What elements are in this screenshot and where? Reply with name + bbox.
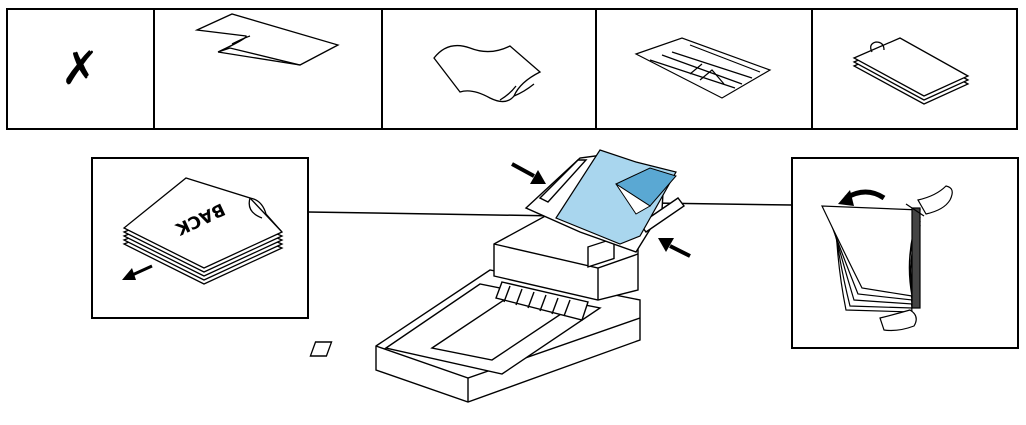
document-scanner-icon [309,149,685,403]
curled-paper-icon [433,44,542,103]
fanning-paper-icon [821,185,953,332]
insert-arrow-icon [658,238,691,258]
back-callout: BACK [91,157,309,319]
clipped-paper-icon [852,37,970,105]
table-frame [6,8,1018,130]
do-not-feed-table: ✗ [6,8,1018,130]
pull-direction-arrow-icon [122,264,153,280]
back-callout-connector [307,211,561,217]
wrinkled-paper-icon [634,37,772,99]
flip-direction-arrow-icon [838,189,886,206]
fan-callout [791,157,1019,349]
insert-arrow-icon [511,162,546,184]
paper-stack-back-icon [122,177,284,285]
torn-paper-icon [194,13,340,66]
x-mark-icon: ✗ [61,41,100,95]
